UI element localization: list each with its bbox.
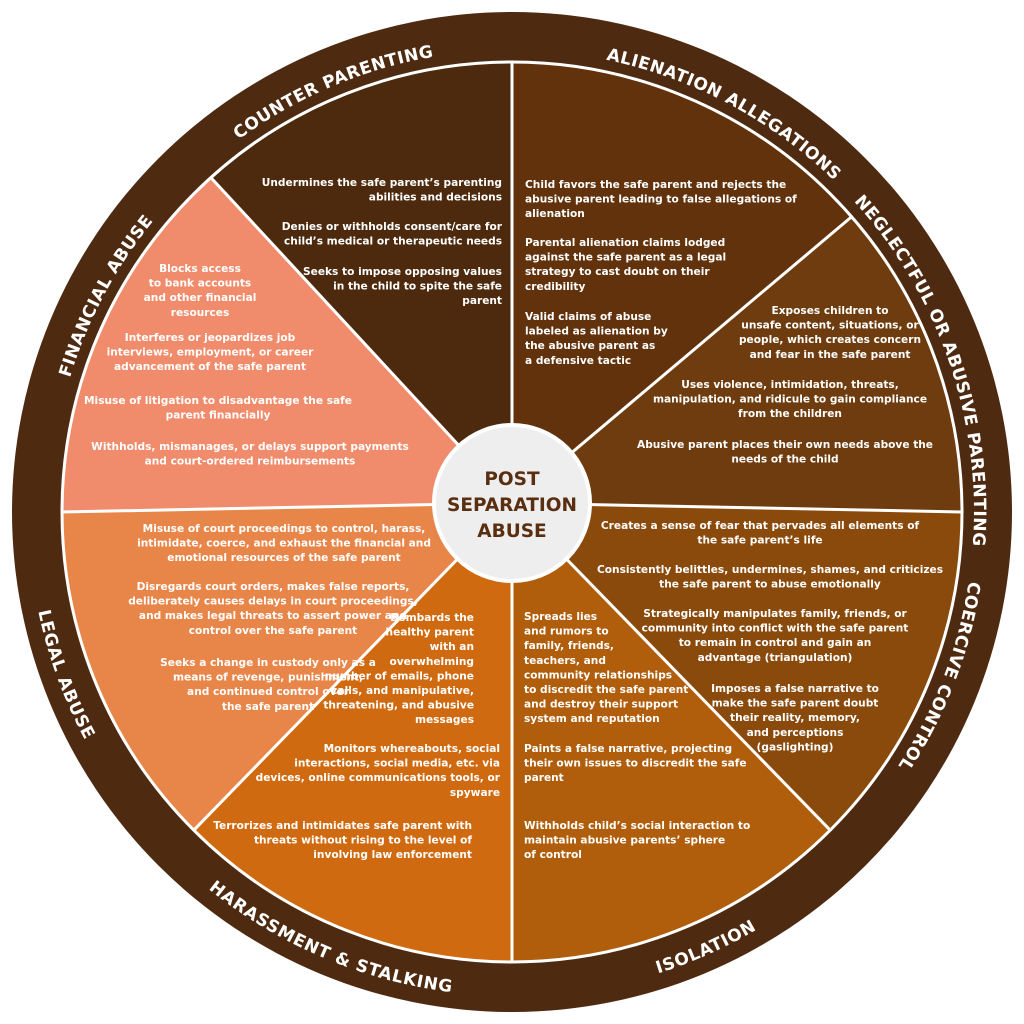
sector-counter-parenting [512, 62, 852, 503]
sectors [62, 62, 962, 962]
segment-item: Misuse of court proceedings to control, … [137, 523, 431, 564]
segment-item: Terrorizes and intimidates safe parent w… [213, 820, 472, 861]
segment-item: Strategically manipulates family, friend… [642, 608, 909, 664]
segment-text-coercive-control: Creates a sense of fear that pervades al… [597, 520, 943, 753]
segment-item: Disregards court orders, makes false rep… [128, 581, 418, 637]
segment-item: Abusive parent places their own needs ab… [637, 439, 933, 466]
sector-financial-abuse [210, 62, 512, 503]
segment-item: Creates a sense of fear that pervades al… [601, 520, 920, 547]
segment-item: Withholds, mismanages, or delays support… [91, 441, 409, 468]
segment-text-alienation-allegations: Child favors the safe parent and rejects… [525, 179, 797, 367]
center-title-line-1: POST [484, 469, 540, 490]
center-title-line-3: ABUSE [477, 521, 546, 542]
segment-item: Uses violence, intimidation, threats,man… [653, 379, 927, 420]
segment-item: Misuse of litigation to disadvantage the… [84, 395, 352, 422]
sector-alienation-allegations [512, 216, 962, 512]
segment-item: Consistently belittles, undermines, sham… [597, 564, 943, 591]
center-title-line-2: SEPARATION [447, 495, 577, 516]
center-hub: POST SEPARATION ABUSE [432, 423, 592, 583]
sector-neglectful-or-abusive-parenting [512, 503, 962, 831]
sector-coercive-control [512, 503, 831, 962]
center-circle [432, 423, 592, 583]
sector-isolation [193, 503, 512, 962]
sector-legal-abuse [62, 177, 512, 512]
sector-harassment-and-stalking [62, 503, 512, 831]
inner-ring-border [60, 60, 964, 964]
segment-text-legal-abuse: Misuse of court proceedings to control, … [128, 523, 431, 713]
segment-item: Child favors the safe parent and rejects… [525, 179, 797, 220]
